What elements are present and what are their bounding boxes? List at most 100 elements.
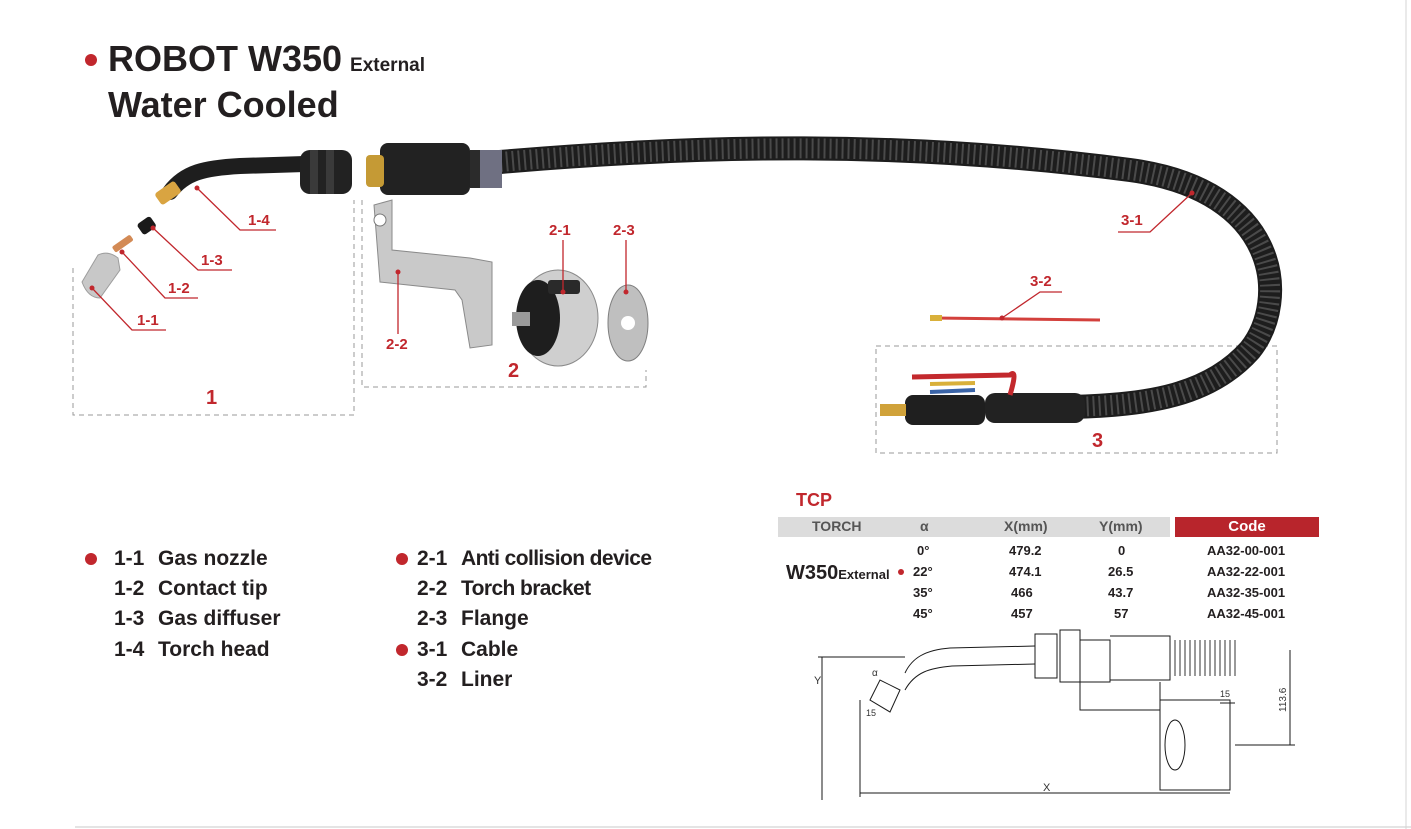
torch-neck-tip [155, 181, 181, 205]
legend-item-2-1: 2-1 Anti collision device [417, 547, 652, 571]
tcp-row-1-x: 474.1 [1009, 564, 1042, 579]
tcp-row-3-alpha: 45° [913, 606, 933, 621]
group-label-1: 1 [206, 387, 218, 409]
leader-3-2 [1001, 291, 1062, 319]
tcp-header-code: Code [1175, 517, 1319, 537]
liner-part [934, 316, 1101, 322]
cable-ribs [499, 138, 1281, 417]
leader-1-2 [121, 251, 198, 299]
group-label-3: 3 [1092, 430, 1104, 452]
tcp-model-name: W350External [786, 562, 890, 585]
legend-name: Gas nozzle [158, 547, 268, 570]
legend-item-1-3: 1-3 Gas diffuser [114, 607, 281, 631]
legend-name: Contact tip [158, 577, 268, 600]
tcp-row-0-x: 479.2 [1009, 543, 1042, 558]
title-bullet [85, 54, 97, 66]
title-main: ROBOT W350 [108, 38, 343, 79]
page-subtitle: Water Cooled [108, 84, 339, 125]
callout-1-2: 1-2 [168, 280, 190, 297]
tcp-row-2-code: AA32-35-001 [1207, 585, 1286, 600]
tcp-row-2-alpha: 35° [913, 585, 933, 600]
dimension-drawing [818, 629, 1295, 800]
tcp-row-3-code: AA32-45-001 [1207, 606, 1286, 621]
legend-bullet-3 [396, 644, 408, 656]
leader-1-4 [196, 187, 276, 231]
legend-code: 3-1 [417, 638, 448, 661]
legend-item-2-3: 2-3 Flange [417, 607, 529, 631]
tcp-model-bullet [898, 569, 904, 575]
legend-name: Torch head [158, 638, 270, 661]
legend-code: 2-3 [417, 607, 448, 630]
tcp-row-1-code: AA32-22-001 [1207, 564, 1286, 579]
legend-code: 2-1 [417, 547, 448, 570]
group-1-frame [72, 200, 355, 416]
tcp-row-1-alpha: 22° [913, 564, 933, 579]
legend-item-1-2: 1-2 Contact tip [114, 577, 268, 601]
legend-code: 2-2 [417, 577, 448, 600]
group-2-frame [361, 200, 647, 388]
legend-name: Flange [461, 607, 529, 630]
legend-code: 1-2 [114, 577, 145, 600]
tcp-header-y: Y(mm) [1099, 518, 1143, 534]
legend-item-2-2: 2-2 Torch bracket [417, 577, 591, 601]
tcp-header-alpha: α [920, 518, 929, 534]
legend-name: Anti collision device [461, 547, 652, 570]
contact-tip-part [112, 235, 133, 252]
legend-name: Cable [461, 638, 519, 661]
tcp-row-3-y: 57 [1114, 606, 1129, 621]
callout-1-1: 1-1 [137, 312, 159, 329]
tcp-row-2-y: 43.7 [1108, 585, 1134, 600]
legend-code: 1-4 [114, 638, 145, 661]
tcp-row-0-code: AA32-00-001 [1207, 543, 1286, 558]
torch-neck [162, 156, 313, 200]
tcp-model-main: W350 [786, 562, 839, 584]
callout-1-4: 1-4 [248, 212, 270, 229]
gas-diffuser-part [137, 216, 156, 235]
group-3-frame [875, 345, 1278, 454]
tcp-row-1-y: 26.5 [1108, 564, 1134, 579]
tcp-header-torch: TORCH [812, 518, 862, 534]
legend-code: 3-2 [417, 668, 448, 691]
dim-15a-label: 15 [866, 708, 876, 718]
legend-code: 1-1 [114, 547, 145, 570]
tcp-header-bar [778, 517, 1170, 537]
callout-1-3: 1-3 [201, 252, 223, 269]
title-suffix: External [350, 55, 426, 76]
callout-3-1: 3-1 [1121, 212, 1143, 229]
callout-3-2: 3-2 [1030, 273, 1052, 290]
tcp-row-2-x: 466 [1011, 585, 1033, 600]
dim-x-label: X [1043, 782, 1051, 794]
dim-15b-label: 15 [1220, 689, 1230, 699]
legend-name: Liner [461, 668, 513, 691]
torch-mount-body [380, 143, 470, 195]
callout-2-2: 2-2 [386, 336, 408, 353]
leader-1-1 [91, 287, 166, 331]
legend-item-1-1: 1-1 Gas nozzle [114, 547, 268, 571]
leader-1-3 [152, 227, 232, 271]
tcp-row-0-y: 0 [1118, 543, 1126, 558]
leader-3-1 [1118, 192, 1193, 233]
tcp-row-3-x: 457 [1011, 606, 1033, 621]
dim-y-label: Y [814, 675, 822, 687]
tcp-model-suffix: External [838, 567, 890, 582]
legend-item-1-4: 1-4 Torch head [114, 638, 270, 662]
cable-hose [488, 136, 1283, 419]
legend-name: Gas diffuser [158, 607, 281, 630]
gas-nozzle-part [81, 252, 121, 299]
cable-connector-body [905, 395, 985, 425]
drawing-ribs [1174, 640, 1236, 676]
legend-bullet-1 [85, 553, 97, 565]
legend-item-3-2: 3-2 Liner [417, 668, 512, 692]
legend-name: Torch bracket [461, 577, 591, 600]
torch-bracket-part [373, 199, 493, 349]
legend-code: 1-3 [114, 607, 145, 630]
dim-alpha-label: α [872, 668, 878, 679]
dim-h-label: 113.6 [1278, 687, 1289, 712]
callout-2-1: 2-1 [549, 222, 571, 239]
tcp-row-0-alpha: 0° [917, 543, 930, 558]
legend-item-3-1: 3-1 Cable [417, 638, 518, 662]
legend-bullet-2 [396, 553, 408, 565]
callout-2-3: 2-3 [613, 222, 635, 239]
page-title: ROBOT W350 External [108, 38, 425, 80]
